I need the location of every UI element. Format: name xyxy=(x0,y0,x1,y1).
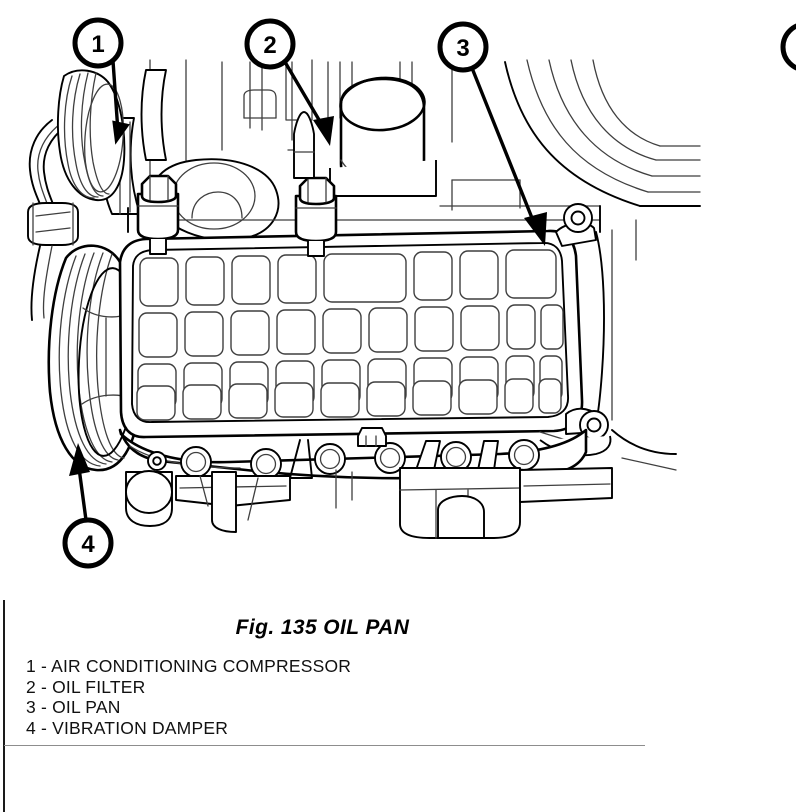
legend-item-1: 1 - AIR CONDITIONING COMPRESSOR xyxy=(26,656,352,676)
oil-pan-rib-row-1 xyxy=(139,249,557,307)
upper-belt-pulley xyxy=(56,69,126,201)
callout-2-label: 2 xyxy=(263,32,276,59)
lower-engine-structures xyxy=(125,429,677,539)
oil-pan-rib-row-2 xyxy=(138,304,564,358)
figure-illustration: .ln { fill:none; stroke:#000; stroke-wid… xyxy=(27,17,796,569)
pan-bolt-left xyxy=(136,174,180,255)
legend-item-2: 2 - OIL FILTER xyxy=(26,676,146,697)
page-bottom-rule xyxy=(4,745,645,746)
callout-2[interactable]: 2 xyxy=(244,18,334,146)
callout-4-label: 4 xyxy=(81,531,95,558)
legend-item-4: 4 - VIBRATION DAMPER xyxy=(26,717,229,738)
callout-1-label: 1 xyxy=(91,31,104,58)
oil-pan-rib-row-4 xyxy=(136,378,562,421)
callout-3[interactable]: 3 xyxy=(437,21,547,246)
callout-1[interactable]: 1 xyxy=(72,17,130,147)
callout-4[interactable]: 4 xyxy=(62,443,114,569)
cut-off-callout-circle xyxy=(780,23,796,71)
oil-pan-bottom-flange xyxy=(118,427,588,480)
engine-block-wall xyxy=(127,179,637,425)
vibration-damper-pulley xyxy=(47,244,143,472)
bell-housing-arcs xyxy=(504,59,701,207)
figure-legend: 1 - AIR CONDITIONING COMPRESSOR 2 - OIL … xyxy=(26,656,646,738)
pan-stud-pin xyxy=(293,111,315,179)
figure-caption: Fig. 135 OIL PAN xyxy=(235,616,410,639)
engine-oil-pan-line-drawing: .ln { fill:none; stroke:#000; stroke-wid… xyxy=(27,17,796,569)
legend-item-3: 3 - OIL PAN xyxy=(26,697,121,717)
pan-bolt-right xyxy=(294,176,338,257)
hoses-and-cables xyxy=(27,119,79,321)
callout-3-label: 3 xyxy=(456,35,469,62)
oil-filter xyxy=(329,76,437,197)
oil-pan xyxy=(118,229,584,439)
